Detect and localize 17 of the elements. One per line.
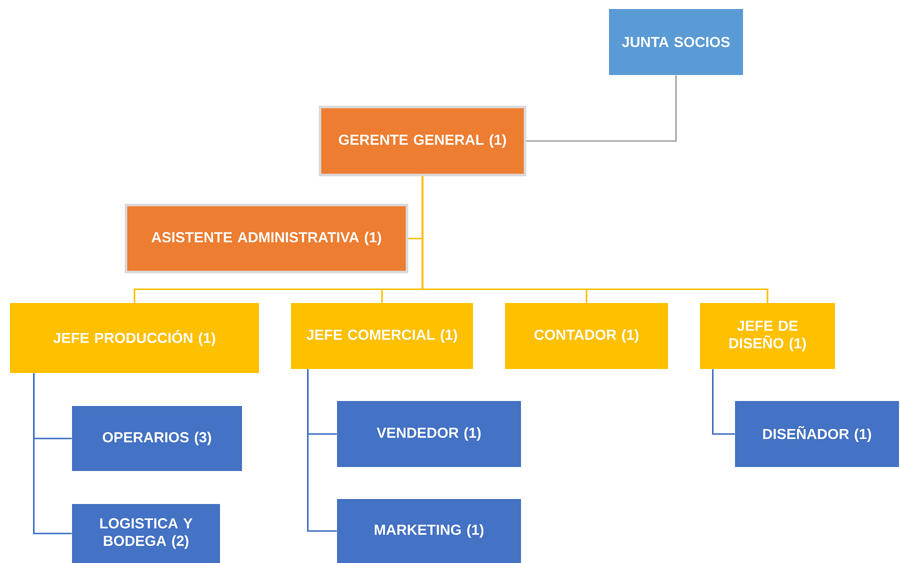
connector-line [712, 369, 735, 435]
board-box: JUNTA SOCIOS [609, 9, 743, 75]
staff-box: MARKETING (1) [337, 499, 521, 563]
staff-box: OPERARIOS (3) [72, 406, 242, 471]
staff-box: DISEÑADOR (1) [735, 401, 899, 467]
connector-line [526, 75, 677, 142]
staff-box: LOGISTICA Y BODEGA (2) [72, 504, 220, 563]
manager-box: GERENTE GENERAL (1) [318, 106, 526, 176]
connector-line [33, 373, 72, 534]
department-box: CONTADOR (1) [505, 303, 668, 369]
staff-box: VENDEDOR (1) [337, 401, 521, 467]
department-box: JEFE DE DISEÑO (1) [700, 303, 835, 369]
assistant-box: ASISTENTE ADMINISTRATIVA (1) [124, 204, 408, 274]
connector-line [422, 176, 768, 303]
connector-line [307, 369, 337, 532]
department-box: JEFE COMERCIAL (1) [291, 303, 473, 369]
department-box: JEFE PRODUCCIÓN (1) [10, 303, 259, 373]
